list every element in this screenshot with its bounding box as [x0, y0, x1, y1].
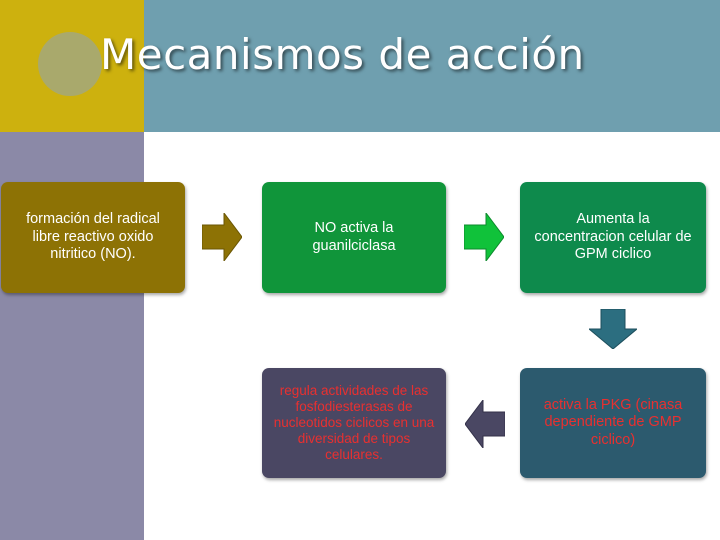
flow-step-4: activa la PKG (cinasa dependiente de GMP…: [520, 368, 706, 478]
flow-step-5: regula actividades de las fosfodiesteras…: [262, 368, 446, 478]
flow-step-4-text: activa la PKG (cinasa dependiente de GMP…: [543, 396, 683, 448]
flow-step-5-text: regula actividades de las fosfodiesteras…: [273, 382, 435, 463]
arrow-right-icon: [202, 213, 242, 261]
header-band: [144, 0, 720, 132]
flow-step-2: NO activa la guanilciclasa: [262, 182, 446, 293]
flow-step-3-text: Aumenta la concentracion celular de GPM …: [534, 211, 692, 263]
arrow-left-icon: [465, 400, 505, 448]
flow-step-3: Aumenta la concentracion celular de GPM …: [520, 182, 706, 293]
flow-step-1-text: formación del radical libre reactivo oxi…: [26, 211, 160, 263]
slide-title: Mecanismos de acción: [100, 30, 585, 79]
arrow-right-icon: [464, 213, 504, 261]
title-bullet-circle: [38, 32, 102, 96]
arrow-down-icon: [589, 309, 637, 349]
flow-step-2-text: NO activa la guanilciclasa: [312, 220, 396, 254]
flow-step-1: formación del radical libre reactivo oxi…: [1, 182, 185, 293]
